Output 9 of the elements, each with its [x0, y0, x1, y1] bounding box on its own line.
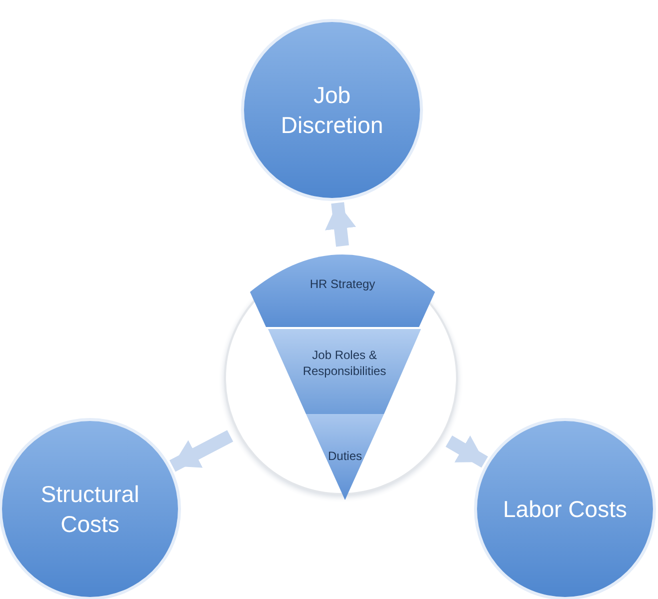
- circle-label: Job Discretion: [280, 81, 384, 140]
- segment-label: HR Strategy: [308, 276, 376, 292]
- segment-label: Job Roles & Responsibilities: [302, 347, 388, 379]
- block-arrow: [446, 435, 488, 468]
- block-arrow: [169, 430, 234, 472]
- segment-label: Duties: [326, 448, 363, 464]
- block-arrow: [325, 202, 356, 247]
- circle-label: Structural Costs: [40, 480, 140, 539]
- circle-label: Labor Costs: [502, 495, 627, 524]
